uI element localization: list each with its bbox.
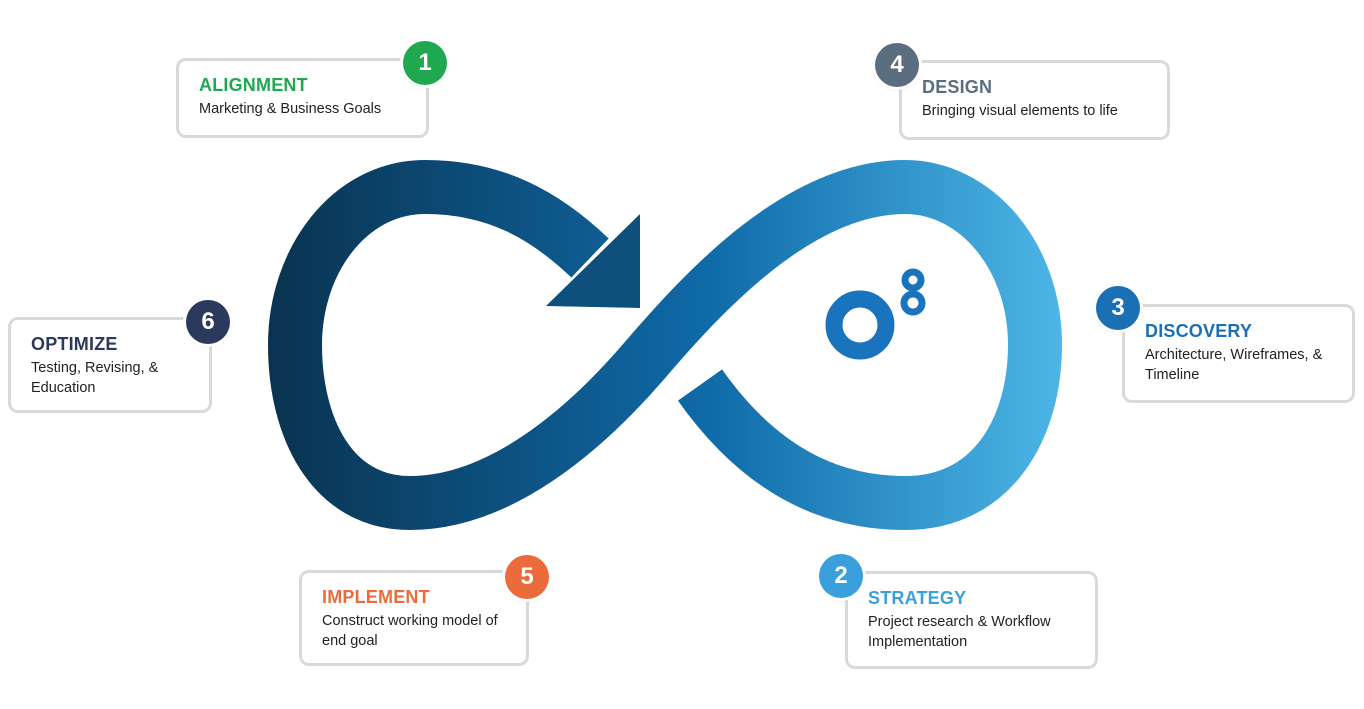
step-card-strategy: STRATEGY Project research & Workflow Imp… (845, 571, 1098, 669)
step-description: Project research & Workflow Implementati… (868, 614, 1051, 650)
step-card-implement: IMPLEMENT Construct working model of end… (299, 570, 529, 666)
step-description: Bringing visual elements to life (922, 103, 1118, 119)
step-title: DISCOVERY (1145, 321, 1253, 341)
step-description: Testing, Revising, & Education (31, 360, 159, 396)
step-title: STRATEGY (868, 588, 967, 608)
step-card-optimize: OPTIMIZE Testing, Revising, & Education (8, 317, 212, 413)
step-card-alignment: ALIGNMENT Marketing & Business Goals (176, 58, 429, 138)
step-description: Construct working model of end goal (322, 613, 498, 649)
step-title: OPTIMIZE (31, 334, 118, 354)
arrowhead (546, 214, 640, 308)
step-badge-6: 6 (186, 300, 230, 344)
step-badge-4: 4 (875, 43, 919, 87)
step-card-discovery: DISCOVERY Architecture, Wireframes, & Ti… (1122, 304, 1355, 403)
step-description: Marketing & Business Goals (199, 101, 382, 117)
step-badge-5: 5 (505, 555, 549, 599)
o8-logo (825, 268, 926, 360)
step-title: DESIGN (922, 77, 993, 97)
step-badge-1: 1 (403, 41, 447, 85)
step-title: ALIGNMENT (199, 75, 308, 95)
step-card-design: DESIGN Bringing visual elements to life (899, 60, 1170, 140)
step-badge-2: 2 (819, 554, 863, 598)
step-description: Architecture, Wireframes, & Timeline (1145, 347, 1323, 383)
step-title: IMPLEMENT (322, 587, 430, 607)
step-badge-3: 3 (1096, 286, 1140, 330)
infinity-band (267, 159, 1063, 531)
